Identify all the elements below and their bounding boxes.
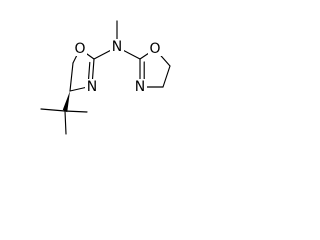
bond-tbu-methyl-left (40, 108, 66, 112)
atom-n-left-bg (85, 79, 99, 94)
atom-o-left: O (74, 41, 85, 57)
chemical-structure-figure: O N N O N (0, 0, 212, 155)
tert-butyl-group (40, 108, 88, 135)
bond-tbu-methyl-right (64, 110, 88, 113)
atom-o-left-bg (73, 41, 87, 56)
atom-n-left: N (87, 79, 97, 95)
atom-n-center-bg (110, 39, 124, 54)
atom-n-center: N (112, 39, 122, 55)
bond-c5-c4-right (162, 65, 171, 88)
atom-labels: O N N O N (73, 39, 162, 95)
atom-o-right-bg (148, 41, 162, 56)
stereo-wedge-bond (62, 91, 70, 113)
atom-o-right: O (149, 41, 160, 57)
bond-tbu-methyl-down (64, 110, 67, 135)
bond-c4-c5-left (69, 62, 74, 92)
atom-n-right: N (135, 79, 145, 95)
molecule-diagram: O N N O N (40, 20, 171, 135)
atom-n-right-bg (133, 79, 147, 94)
